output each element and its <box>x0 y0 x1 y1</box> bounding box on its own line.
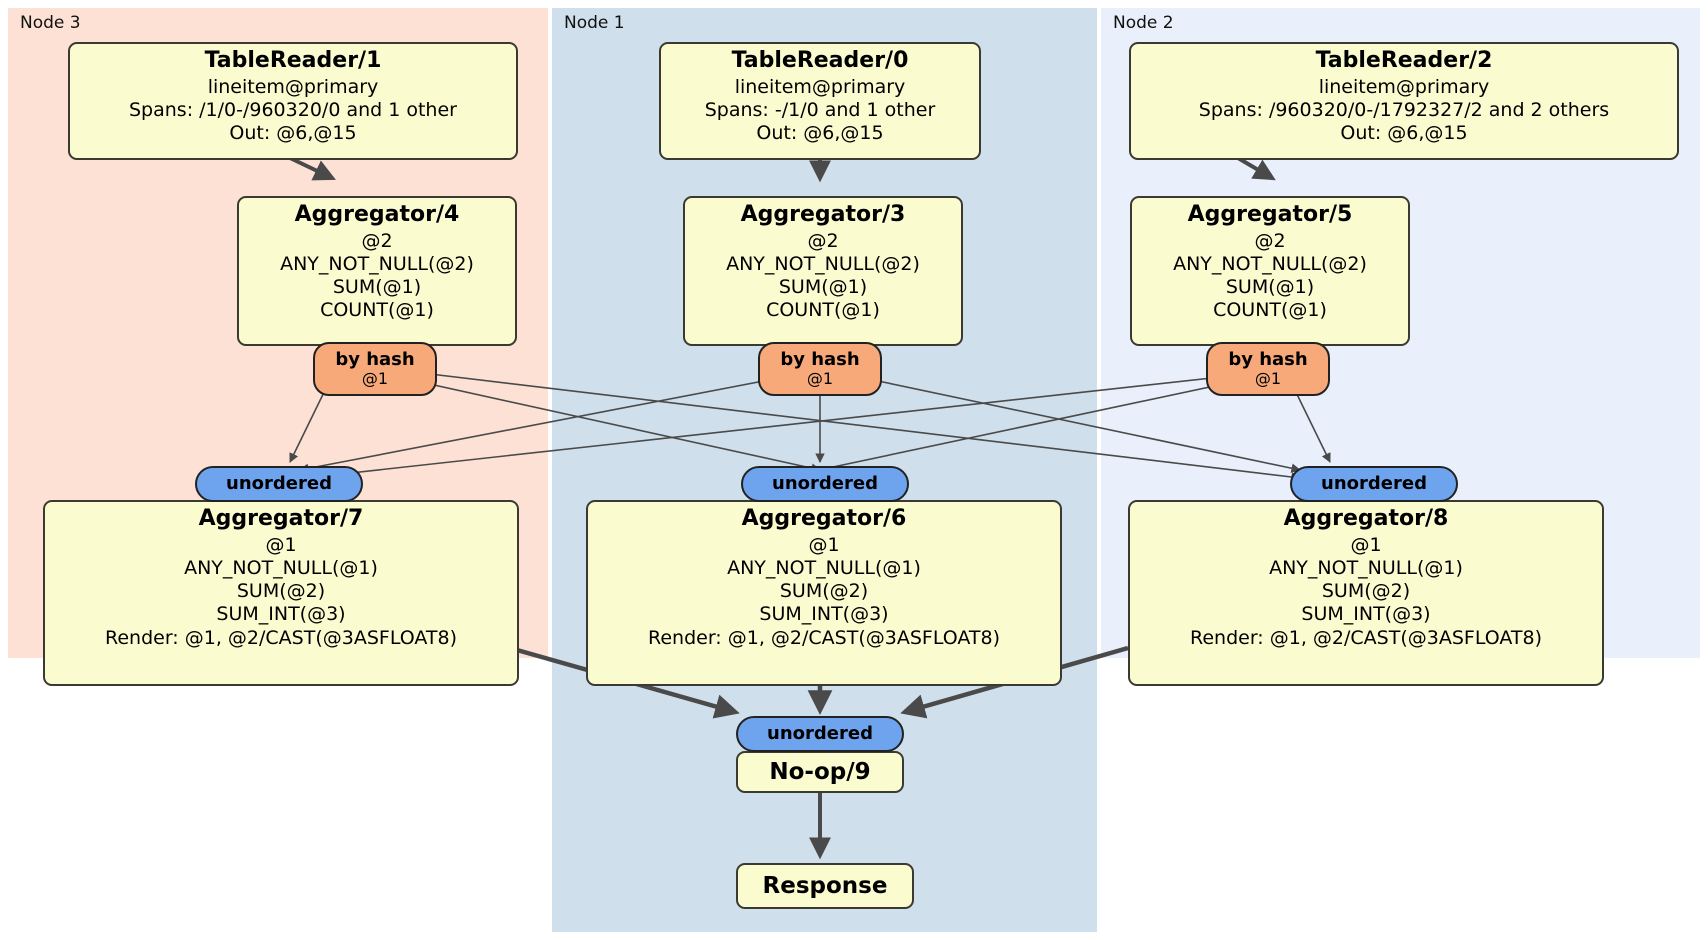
router-column-label: @1 <box>806 369 834 389</box>
synchronizer-label: unordered <box>772 473 878 495</box>
processor-detail-line: ANY_NOT_NULL(@1) <box>1269 557 1463 579</box>
processor-detail-line: SUM(@1) <box>332 276 422 299</box>
processor-title: TableReader/1 <box>204 48 382 73</box>
processor-detail-line: Out: @6,@15 <box>229 122 357 145</box>
processor-aggregator-6[interactable]: Aggregator/6 @1 ANY_NOT_NULL(@1) SUM(@2)… <box>586 500 1062 686</box>
processor-detail-line: SUM(@2) <box>236 580 326 603</box>
processor-detail-line: @2 <box>807 229 839 252</box>
processor-aggregator-3[interactable]: Aggregator/3 @2 ANY_NOT_NULL(@2) SUM(@1)… <box>683 196 963 346</box>
processor-detail-line: Out: @6,@15 <box>756 122 884 145</box>
synchronizer-label: unordered <box>226 473 332 495</box>
processor-detail-line: Spans: /960320/0-/1792327/2 and 2 others <box>1198 99 1610 121</box>
node-label-node1: Node 1 <box>564 13 625 33</box>
processor-detail-line: Render: @1, @2/CAST(@3ASFLOAT8) <box>1190 626 1542 649</box>
processor-detail-line: lineitem@primary <box>207 75 379 98</box>
processor-detail-line: @2 <box>1254 229 1286 252</box>
processor-detail-line: ANY_NOT_NULL(@2) <box>726 253 920 275</box>
processor-aggregator-4[interactable]: Aggregator/4 @2 ANY_NOT_NULL(@2) SUM(@1)… <box>237 196 517 346</box>
processor-aggregator-5[interactable]: Aggregator/5 @2 ANY_NOT_NULL(@2) SUM(@1)… <box>1130 196 1410 346</box>
synchronizer-unordered-final[interactable]: unordered <box>736 716 904 752</box>
processor-detail-line: Spans: -/1/0 and 1 other <box>704 99 936 121</box>
processor-detail-line: COUNT(@1) <box>1213 299 1327 322</box>
synchronizer-label: unordered <box>1321 473 1427 495</box>
processor-title: Aggregator/4 <box>294 202 460 227</box>
processor-title: Aggregator/6 <box>741 506 907 531</box>
processor-tablereader-2[interactable]: TableReader/2 lineitem@primary Spans: /9… <box>1129 42 1679 160</box>
processor-response[interactable]: Response <box>736 863 914 909</box>
processor-aggregator-7[interactable]: Aggregator/7 @1 ANY_NOT_NULL(@1) SUM(@2)… <box>43 500 519 686</box>
processor-detail-line: @1 <box>808 533 840 556</box>
processor-detail-line: SUM_INT(@3) <box>1301 603 1431 626</box>
processor-title: Aggregator/7 <box>198 506 364 531</box>
processor-title: No-op/9 <box>769 759 871 785</box>
processor-detail-line: COUNT(@1) <box>766 299 880 322</box>
processor-title: Aggregator/3 <box>740 202 906 227</box>
processor-detail-line: lineitem@primary <box>1318 75 1490 98</box>
router-type-label: by hash <box>1228 349 1308 371</box>
processor-detail-line: Render: @1, @2/CAST(@3ASFLOAT8) <box>648 626 1000 649</box>
processor-title: TableReader/0 <box>731 48 909 73</box>
router-type-label: by hash <box>780 349 860 371</box>
processor-detail-line: SUM_INT(@3) <box>216 603 346 626</box>
processor-detail-line: @2 <box>361 229 393 252</box>
processor-title: Aggregator/5 <box>1187 202 1353 227</box>
processor-detail-line: COUNT(@1) <box>320 299 434 322</box>
processor-detail-line: @1 <box>1350 533 1382 556</box>
processor-tablereader-1[interactable]: TableReader/1 lineitem@primary Spans: /1… <box>68 42 518 160</box>
router-column-label: @1 <box>361 369 389 389</box>
processor-detail-line: ANY_NOT_NULL(@1) <box>184 557 378 579</box>
processor-detail-line: ANY_NOT_NULL(@2) <box>1173 253 1367 275</box>
router-by-hash-left[interactable]: by hash @1 <box>313 342 437 396</box>
node-label-node2: Node 2 <box>1113 13 1174 33</box>
processor-aggregator-8[interactable]: Aggregator/8 @1 ANY_NOT_NULL(@1) SUM(@2)… <box>1128 500 1604 686</box>
processor-detail-line: SUM_INT(@3) <box>759 603 889 626</box>
processor-title: Response <box>762 873 888 899</box>
processor-detail-line: Spans: /1/0-/960320/0 and 1 other <box>129 99 457 121</box>
router-by-hash-right[interactable]: by hash @1 <box>1206 342 1330 396</box>
router-column-label: @1 <box>1254 369 1282 389</box>
processor-detail-line: @1 <box>265 533 297 556</box>
processor-detail-line: SUM(@2) <box>1321 580 1411 603</box>
processor-detail-line: SUM(@2) <box>779 580 869 603</box>
processor-title: Aggregator/8 <box>1283 506 1449 531</box>
processor-detail-line: Out: @6,@15 <box>1340 122 1468 145</box>
synchronizer-unordered-right[interactable]: unordered <box>1290 466 1458 502</box>
processor-detail-line: SUM(@1) <box>1225 276 1315 299</box>
synchronizer-unordered-center[interactable]: unordered <box>741 466 909 502</box>
router-type-label: by hash <box>335 349 415 371</box>
processor-detail-line: SUM(@1) <box>778 276 868 299</box>
processor-tablereader-0[interactable]: TableReader/0 lineitem@primary Spans: -/… <box>659 42 981 160</box>
synchronizer-label: unordered <box>767 723 873 745</box>
processor-no-op-9[interactable]: No-op/9 <box>736 751 904 793</box>
processor-detail-line: ANY_NOT_NULL(@2) <box>280 253 474 275</box>
processor-title: TableReader/2 <box>1315 48 1493 73</box>
node-label-node3: Node 3 <box>20 13 81 33</box>
router-by-hash-center[interactable]: by hash @1 <box>758 342 882 396</box>
synchronizer-unordered-left[interactable]: unordered <box>195 466 363 502</box>
processor-detail-line: ANY_NOT_NULL(@1) <box>727 557 921 579</box>
processor-detail-line: lineitem@primary <box>734 75 906 98</box>
processor-detail-line: Render: @1, @2/CAST(@3ASFLOAT8) <box>105 626 457 649</box>
